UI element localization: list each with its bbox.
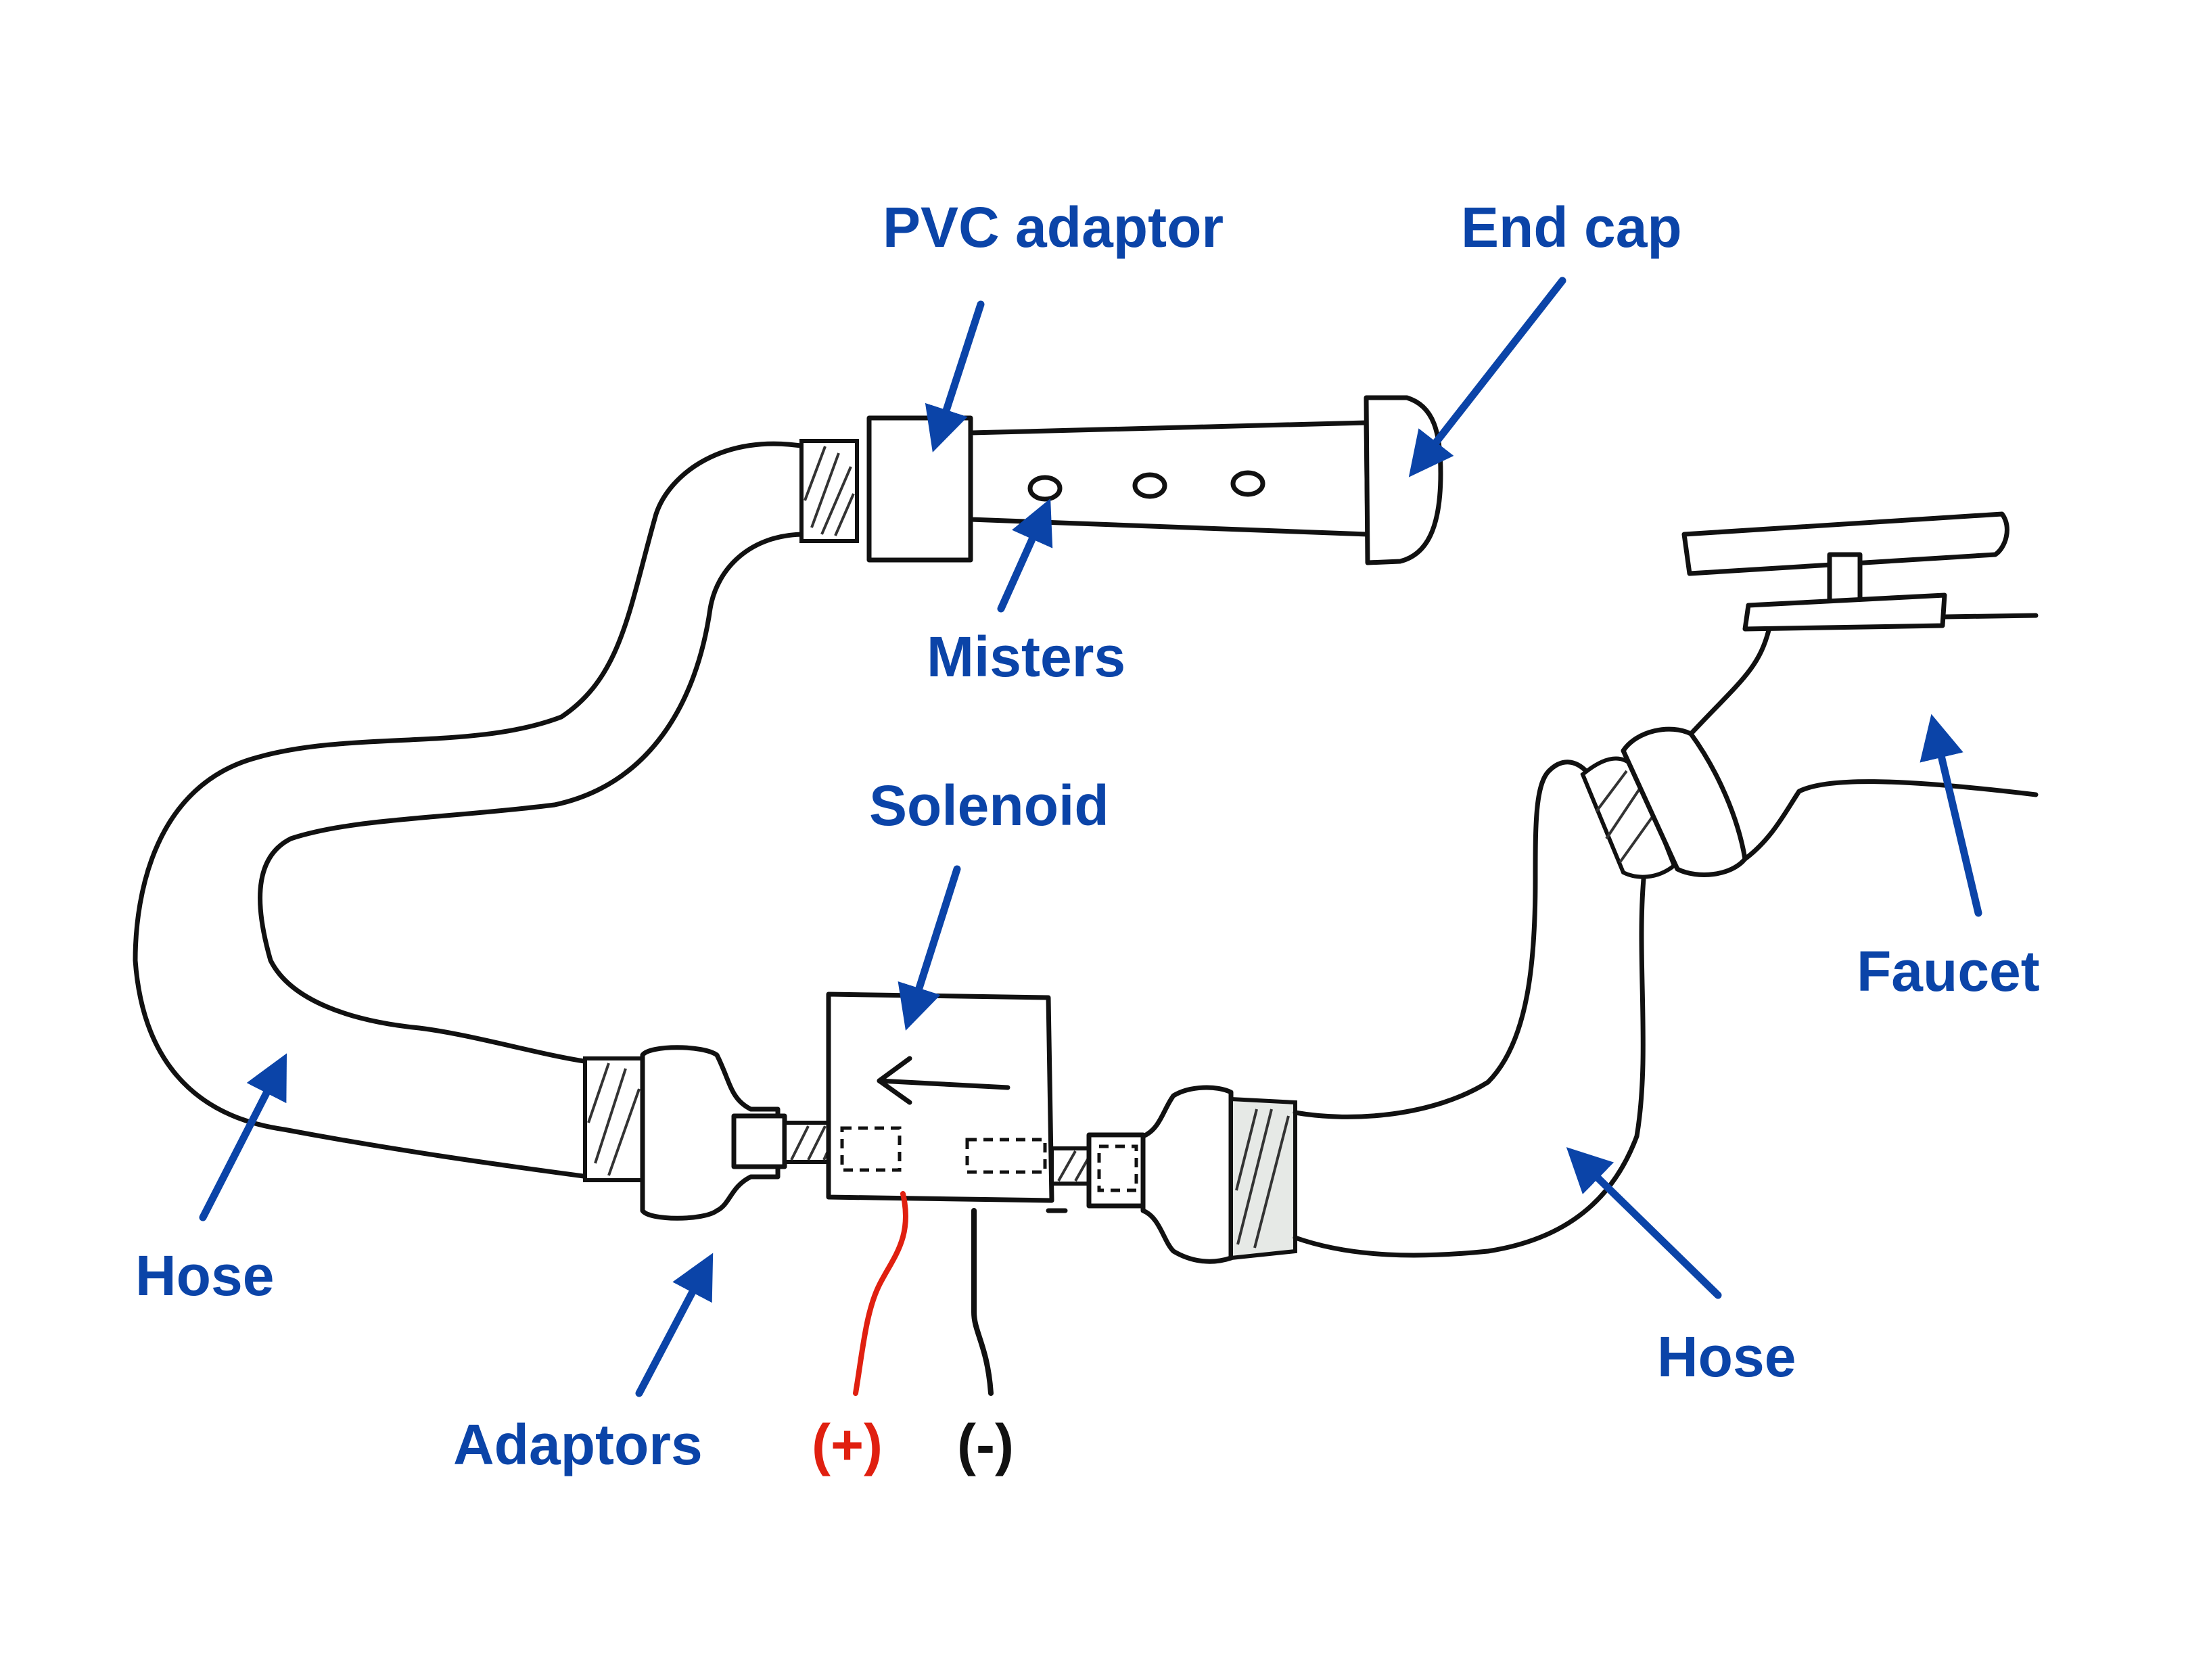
hose-left-label: Hose (135, 1244, 274, 1307)
faucet-label: Faucet (1857, 939, 2040, 1003)
right-hose-tape (1229, 1096, 1297, 1261)
end-cap-label: End cap (1461, 195, 1682, 259)
left-hose-tape (799, 439, 859, 543)
hose-right-label: Hose (1657, 1325, 1796, 1389)
lower-left-tape (583, 1056, 645, 1182)
solenoid-arrow (898, 865, 961, 1031)
adaptors-arrow (635, 1253, 714, 1397)
mister-hole-3 (1230, 470, 1265, 497)
adaptors-label: Adaptors (453, 1413, 703, 1476)
solenoid-label: Solenoid (869, 774, 1109, 837)
left-hose (133, 441, 808, 1180)
end-cap-arrow (1408, 277, 1566, 477)
faucet-arrow (1920, 714, 1982, 917)
pvc-adaptor-arrow (925, 300, 985, 452)
right-hose-adaptor (1086, 1085, 1234, 1264)
pvc-adaptor (866, 415, 973, 563)
negative-label: (-) (957, 1413, 1014, 1476)
solenoid (826, 991, 1068, 1213)
faucet-coupling (1621, 726, 1748, 877)
faucet (1681, 511, 2039, 862)
flow-direction-arrow (877, 1078, 1010, 1090)
negative-wire (971, 1208, 994, 1396)
right-hose (1293, 760, 1648, 1258)
positive-wire (853, 1191, 908, 1396)
misters-label: Misters (927, 625, 1125, 689)
left-hose-adaptor (640, 1045, 787, 1221)
mister-pipe (968, 420, 1370, 537)
end-cap (1364, 395, 1443, 565)
hose-right-arrow (1566, 1147, 1722, 1299)
mister-hole-1 (1027, 475, 1063, 502)
misters-arrow (997, 498, 1053, 613)
positive-label: (+) (812, 1413, 883, 1476)
mister-hole-2 (1132, 472, 1167, 499)
hose-left-arrow (199, 1053, 287, 1221)
pvc-adaptor-label: PVC adaptor (883, 195, 1224, 259)
